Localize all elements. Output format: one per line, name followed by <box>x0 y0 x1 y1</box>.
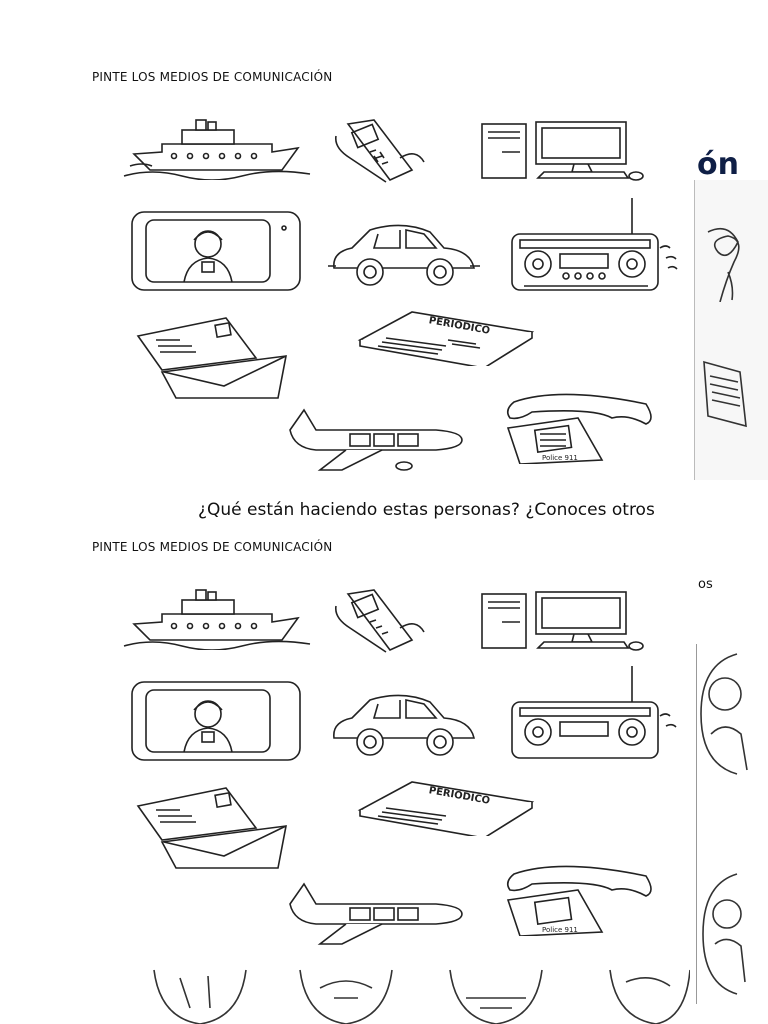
cropped-illustration-row <box>150 968 690 1024</box>
phone-label: Police 911 <box>542 454 578 462</box>
ship-icon <box>122 588 314 650</box>
radio-icon <box>508 664 684 762</box>
telephone-icon: Police 911 <box>500 862 660 936</box>
letter-icon <box>136 316 292 400</box>
newspaper-icon: PERIÓDICO <box>356 310 538 366</box>
radio-icon <box>508 196 684 294</box>
airplane-icon <box>286 404 466 474</box>
worksheet-heading: PINTE LOS MEDIOS DE COMUNICACIÓN <box>92 70 333 84</box>
mobile-phone-icon <box>330 588 426 654</box>
television-icon <box>130 680 302 762</box>
telephone-cord-icon <box>698 222 748 302</box>
newspaper-icon: PERIÓDICO <box>356 780 538 836</box>
phone-label: Police 911 <box>542 926 578 934</box>
adjacent-page-strip <box>696 644 768 1004</box>
letter-icon <box>136 786 292 870</box>
computer-icon <box>478 118 648 184</box>
ship-icon <box>122 118 314 180</box>
mobile-phone-icon <box>330 118 426 184</box>
paper-sheet-icon <box>700 356 750 430</box>
worksheet-copy-top: PINTE LOS MEDIOS DE COMUNICACIÓN <box>92 70 768 520</box>
cropped-heading-fragment: ón <box>697 147 739 182</box>
adjacent-page-strip <box>694 180 768 480</box>
cropped-text-fragment: os <box>698 577 713 592</box>
car-icon <box>326 218 482 290</box>
worksheet-heading: PINTE LOS MEDIOS DE COMUNICACIÓN <box>92 540 333 554</box>
computer-icon <box>478 588 648 654</box>
car-icon <box>326 688 482 760</box>
question-text: ¿Qué están haciendo estas personas? ¿Con… <box>198 500 655 520</box>
telephone-icon: Police 911 <box>500 390 660 464</box>
television-icon <box>130 210 302 292</box>
airplane-icon <box>286 878 466 948</box>
